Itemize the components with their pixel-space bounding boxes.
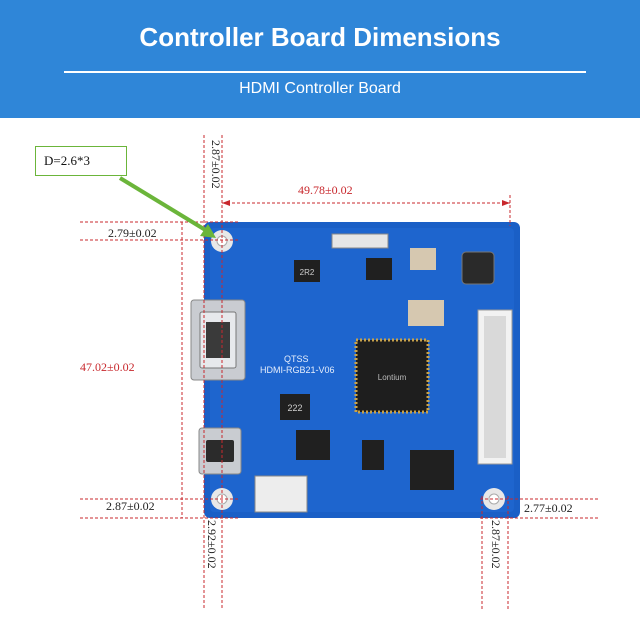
- ic-chip-222: 222: [280, 394, 310, 420]
- dim-bottom-left-vertical: 2.92±0.02: [205, 520, 219, 569]
- hole-callout-box: D=2.6*3: [35, 146, 127, 176]
- inductor: [461, 251, 495, 285]
- mounting-hole-bottom-right: [483, 488, 505, 510]
- bottom-connector: [254, 475, 308, 513]
- ic-chip-sm-2: [362, 440, 384, 470]
- dim-board-width: 49.78±0.02: [298, 183, 353, 197]
- hdmi-port: [190, 299, 246, 381]
- ic-chip-small-1: [366, 258, 392, 280]
- hole-callout-label: D=2.6*3: [44, 153, 90, 168]
- main-chip-label: Lontium: [378, 373, 407, 382]
- board-model-line1: QTSS: [284, 354, 309, 364]
- arrow-width-left: [222, 200, 230, 206]
- header-banner: Controller Board Dimensions HDMI Control…: [0, 0, 640, 118]
- callout-arrowhead: [200, 224, 216, 238]
- dim-bottom-right-vertical: 2.87±0.02: [489, 520, 503, 569]
- svg-text:222: 222: [287, 403, 302, 413]
- dimension-drawing: Lontium 222 2R2 QTSS HDMI-RGB21-V06 2: [80, 135, 600, 610]
- dim-bottom-right-offset: 2.77±0.02: [524, 501, 573, 515]
- page-subtitle: HDMI Controller Board: [239, 80, 401, 97]
- dim-bottom-left-offset: 2.87±0.02: [106, 499, 155, 513]
- board-model-line2: HDMI-RGB21-V06: [260, 365, 335, 375]
- top-connector: [331, 233, 389, 249]
- page-title: Controller Board Dimensions: [139, 22, 501, 52]
- dim-hole-offset-top: 2.79±0.02: [108, 226, 157, 240]
- svg-text:2R2: 2R2: [300, 268, 315, 277]
- dim-top-left-offset: 2.87±0.02: [209, 140, 223, 189]
- fpc-connector: [477, 309, 513, 465]
- header-divider: [64, 71, 586, 73]
- dim-board-height: 47.02±0.02: [80, 360, 135, 374]
- dimension-lines: [80, 135, 600, 610]
- ic-chip-bottom: [410, 450, 454, 490]
- main-chip: Lontium: [354, 338, 430, 414]
- callout-arrow-line: [118, 176, 214, 236]
- ic-chip-mid: [296, 430, 330, 460]
- component-beige-1: [410, 248, 436, 270]
- usb-port: [198, 427, 242, 475]
- ic-chip-2r2: 2R2: [294, 260, 320, 282]
- component-beige-2: [408, 300, 444, 326]
- arrow-width-right: [502, 200, 510, 206]
